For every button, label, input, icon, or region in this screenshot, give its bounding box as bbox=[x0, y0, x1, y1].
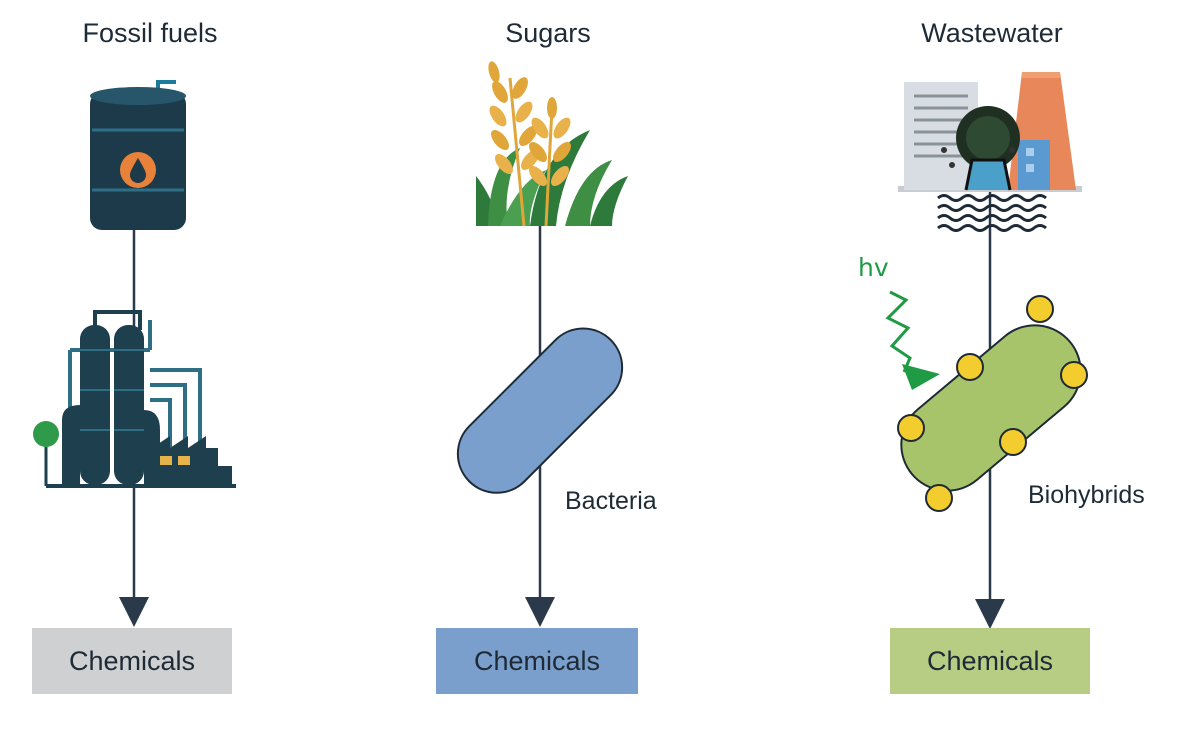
biohybrids-label: Biohybrids bbox=[1028, 481, 1145, 509]
fossil-fuels-title: Fossil fuels bbox=[82, 18, 218, 48]
wastewater-chemicals-box: Chemicals bbox=[890, 628, 1090, 694]
factory-icon bbox=[898, 72, 1082, 192]
oil-barrel-icon bbox=[90, 80, 186, 230]
wastewater-column bbox=[885, 72, 1088, 629]
bacteria-label: Bacteria bbox=[565, 487, 657, 515]
wastewater-chemicals-label: Chemicals bbox=[926, 645, 1054, 676]
fossil-chemicals-label: Chemicals bbox=[68, 645, 196, 676]
water-waves-icon bbox=[937, 194, 1047, 232]
fossil-chemicals-box: Chemicals bbox=[32, 628, 232, 694]
sugars-title: Sugars bbox=[505, 18, 591, 48]
wheat-grass-icon bbox=[476, 61, 628, 227]
sugars-column bbox=[456, 61, 628, 627]
sugars-chemicals-label: Chemicals bbox=[473, 645, 601, 676]
fossil-fuels-column bbox=[33, 80, 236, 627]
sugars-chemicals-box: Chemicals bbox=[436, 628, 638, 694]
wastewater-title: Wastewater bbox=[921, 18, 1063, 48]
bacteria-icon bbox=[456, 327, 624, 494]
biohybrid-cell-icon bbox=[897, 295, 1088, 512]
light-label: hv bbox=[858, 253, 889, 282]
light-wave-icon bbox=[885, 290, 940, 390]
refinery-icon bbox=[33, 310, 236, 488]
